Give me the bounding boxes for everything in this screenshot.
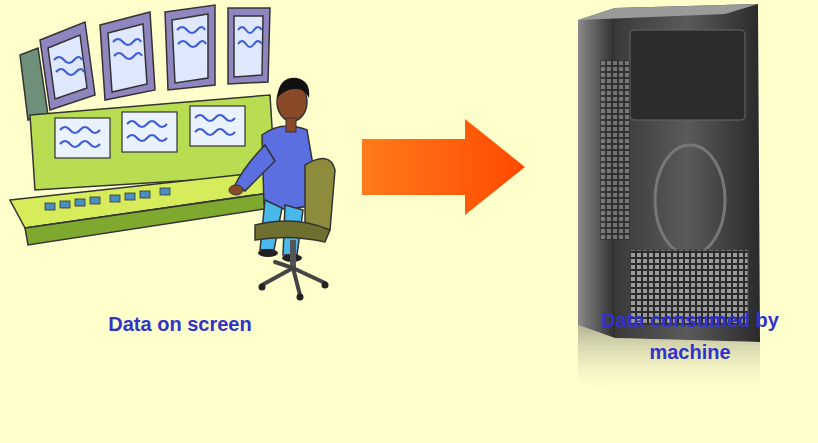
block-arrow — [362, 119, 525, 215]
node-caption: Data consumed by machine — [590, 304, 790, 368]
illustration-node: Data consumed by machine — [555, 2, 818, 372]
server-tower-clipart — [578, 4, 760, 400]
operator-console-clipart — [10, 5, 335, 301]
illustration-node: Data on screen — [10, 8, 350, 343]
node-caption: Data on screen — [20, 308, 340, 340]
